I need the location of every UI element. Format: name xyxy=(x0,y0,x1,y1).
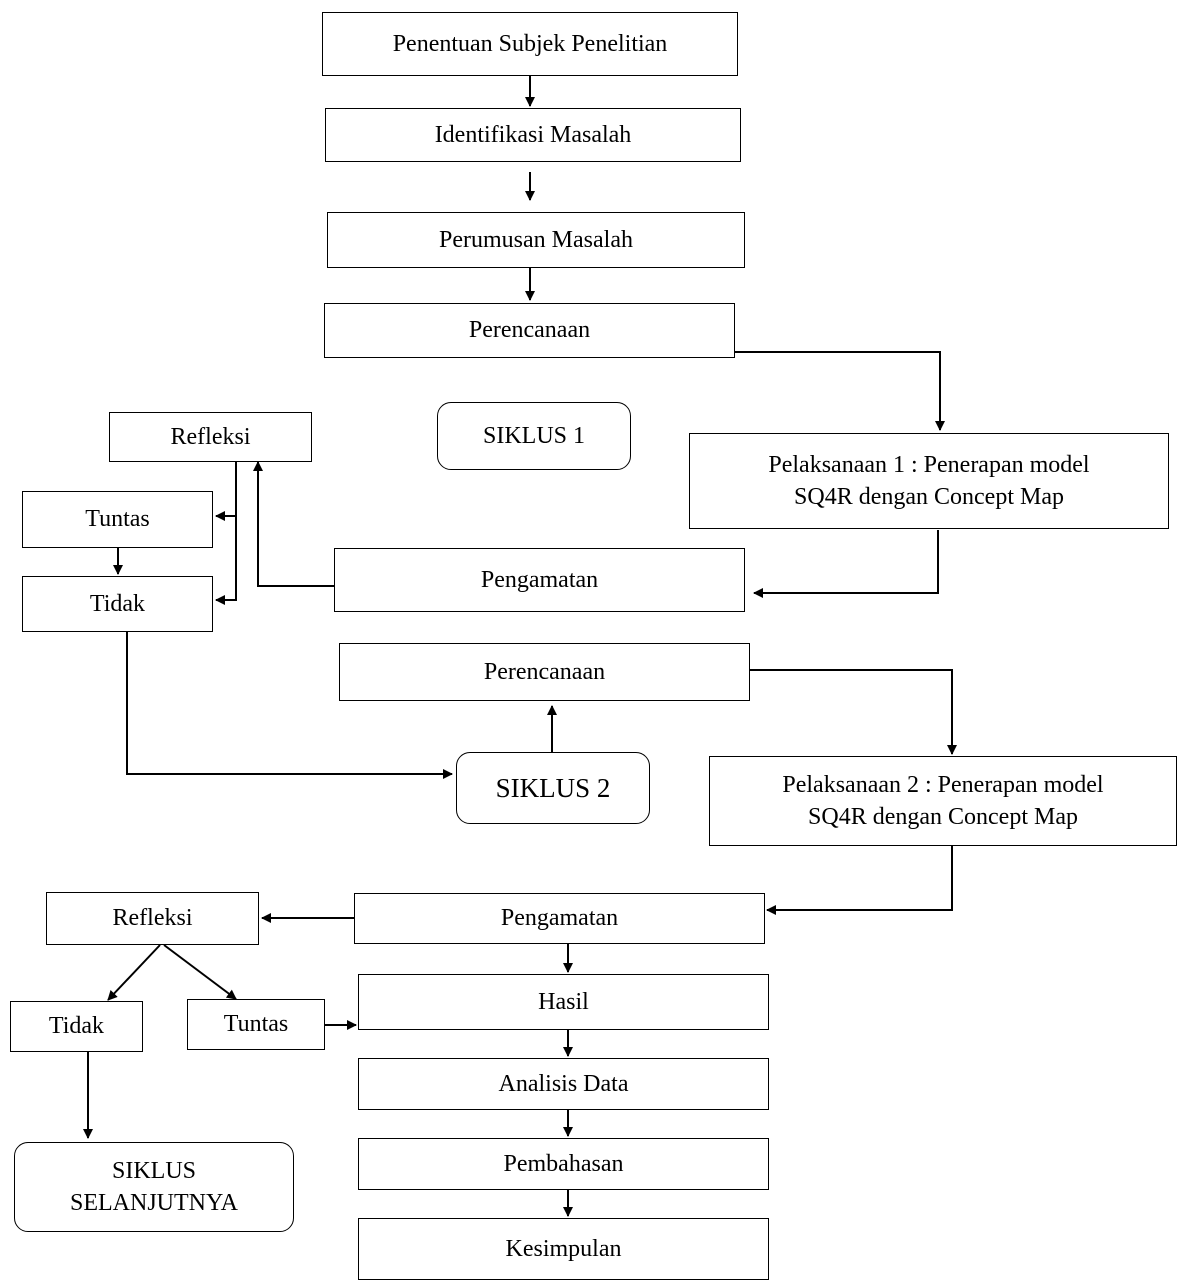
node-siklus-selanjutnya-line1: SIKLUS xyxy=(111,1157,196,1184)
node-perencanaan-2: Perencanaan xyxy=(339,643,750,701)
node-identifikasi-masalah-label: Identifikasi Masalah xyxy=(434,121,632,148)
node-pembahasan: Pembahasan xyxy=(358,1138,769,1190)
node-pelaksanaan-2: Pelaksanaan 2 : Penerapan model SQ4R den… xyxy=(709,756,1177,846)
node-perencanaan-1-label: Perencanaan xyxy=(468,317,591,344)
node-tuntas-2-label: Tuntas xyxy=(223,1011,289,1038)
node-tidak-2: Tidak xyxy=(10,1001,143,1052)
node-kesimpulan: Kesimpulan xyxy=(358,1218,769,1280)
node-penentuan-subjek-label: Penentuan Subjek Penelitian xyxy=(392,30,668,57)
node-pelaksanaan-1-line2: SQ4R dengan Concept Map xyxy=(794,484,1064,510)
node-pelaksanaan-1-line1: Pelaksanaan 1 : Penerapan model xyxy=(768,451,1090,478)
node-penentuan-subjek: Penentuan Subjek Penelitian xyxy=(322,12,738,76)
node-siklus-2-label: SIKLUS 2 xyxy=(495,772,611,803)
node-siklus-2: SIKLUS 2 xyxy=(456,752,650,824)
node-tidak-1-label: Tidak xyxy=(89,590,146,617)
arrow-pelaksanaan2-to-pengamatan2 xyxy=(766,846,953,915)
node-pelaksanaan-2-line2: SQ4R dengan Concept Map xyxy=(808,804,1078,830)
node-pembahasan-label: Pembahasan xyxy=(503,1150,624,1177)
node-tuntas-1: Tuntas xyxy=(22,491,213,548)
node-pelaksanaan-2-line1: Pelaksanaan 2 : Penerapan model xyxy=(782,771,1104,798)
arrow-refleksi1-to-tuntas1 xyxy=(215,456,237,521)
arrow-tidak1-to-siklus2 xyxy=(126,632,453,779)
node-identifikasi-masalah: Identifikasi Masalah xyxy=(325,108,741,162)
node-refleksi-2-label: Refleksi xyxy=(112,905,193,932)
node-pelaksanaan-1: Pelaksanaan 1 : Penerapan model SQ4R den… xyxy=(689,433,1169,529)
node-siklus-selanjutnya-line2: SELANJUTNYA xyxy=(70,1190,238,1216)
arrow-refleksi2-to-tuntas2 xyxy=(163,944,237,1000)
arrow-perencanaan1-to-pelaksanaan1 xyxy=(735,351,945,431)
arrow-perencanaan2-to-pelaksanaan2 xyxy=(750,669,957,755)
node-refleksi-1: Refleksi xyxy=(109,412,312,462)
node-kesimpulan-label: Kesimpulan xyxy=(505,1235,622,1262)
node-hasil: Hasil xyxy=(358,974,769,1030)
node-perencanaan-2-label: Perencanaan xyxy=(483,658,606,685)
node-perumusan-masalah-label: Perumusan Masalah xyxy=(439,226,633,253)
node-pengamatan-1: Pengamatan xyxy=(334,548,745,612)
node-siklus-1: SIKLUS 1 xyxy=(437,402,631,470)
node-tuntas-1-label: Tuntas xyxy=(85,506,150,533)
arrow-pengamatan1-to-refleksi1 xyxy=(253,461,334,587)
node-tuntas-2: Tuntas xyxy=(187,999,325,1050)
arrow-refleksi1-to-tidak1 xyxy=(215,516,237,605)
node-refleksi-1-label: Refleksi xyxy=(170,423,251,450)
node-siklus-1-label: SIKLUS 1 xyxy=(482,422,585,449)
node-pengamatan-2: Pengamatan xyxy=(354,893,765,944)
node-siklus-selanjutnya: SIKLUS SELANJUTNYA xyxy=(14,1142,294,1232)
node-refleksi-2: Refleksi xyxy=(46,892,259,945)
node-tidak-1: Tidak xyxy=(22,576,213,632)
node-pengamatan-1-label: Pengamatan xyxy=(480,566,599,593)
node-hasil-label: Hasil xyxy=(538,988,589,1015)
node-tidak-2-label: Tidak xyxy=(48,1013,105,1040)
node-analisis-data: Analisis Data xyxy=(358,1058,769,1110)
arrow-refleksi2-to-tidak2 xyxy=(107,944,161,1001)
node-perumusan-masalah: Perumusan Masalah xyxy=(327,212,745,268)
node-perencanaan-1: Perencanaan xyxy=(324,303,735,358)
node-analisis-data-label: Analisis Data xyxy=(498,1070,629,1097)
node-pengamatan-2-label: Pengamatan xyxy=(500,905,619,932)
arrow-pelaksanaan1-to-pengamatan1 xyxy=(753,530,939,598)
